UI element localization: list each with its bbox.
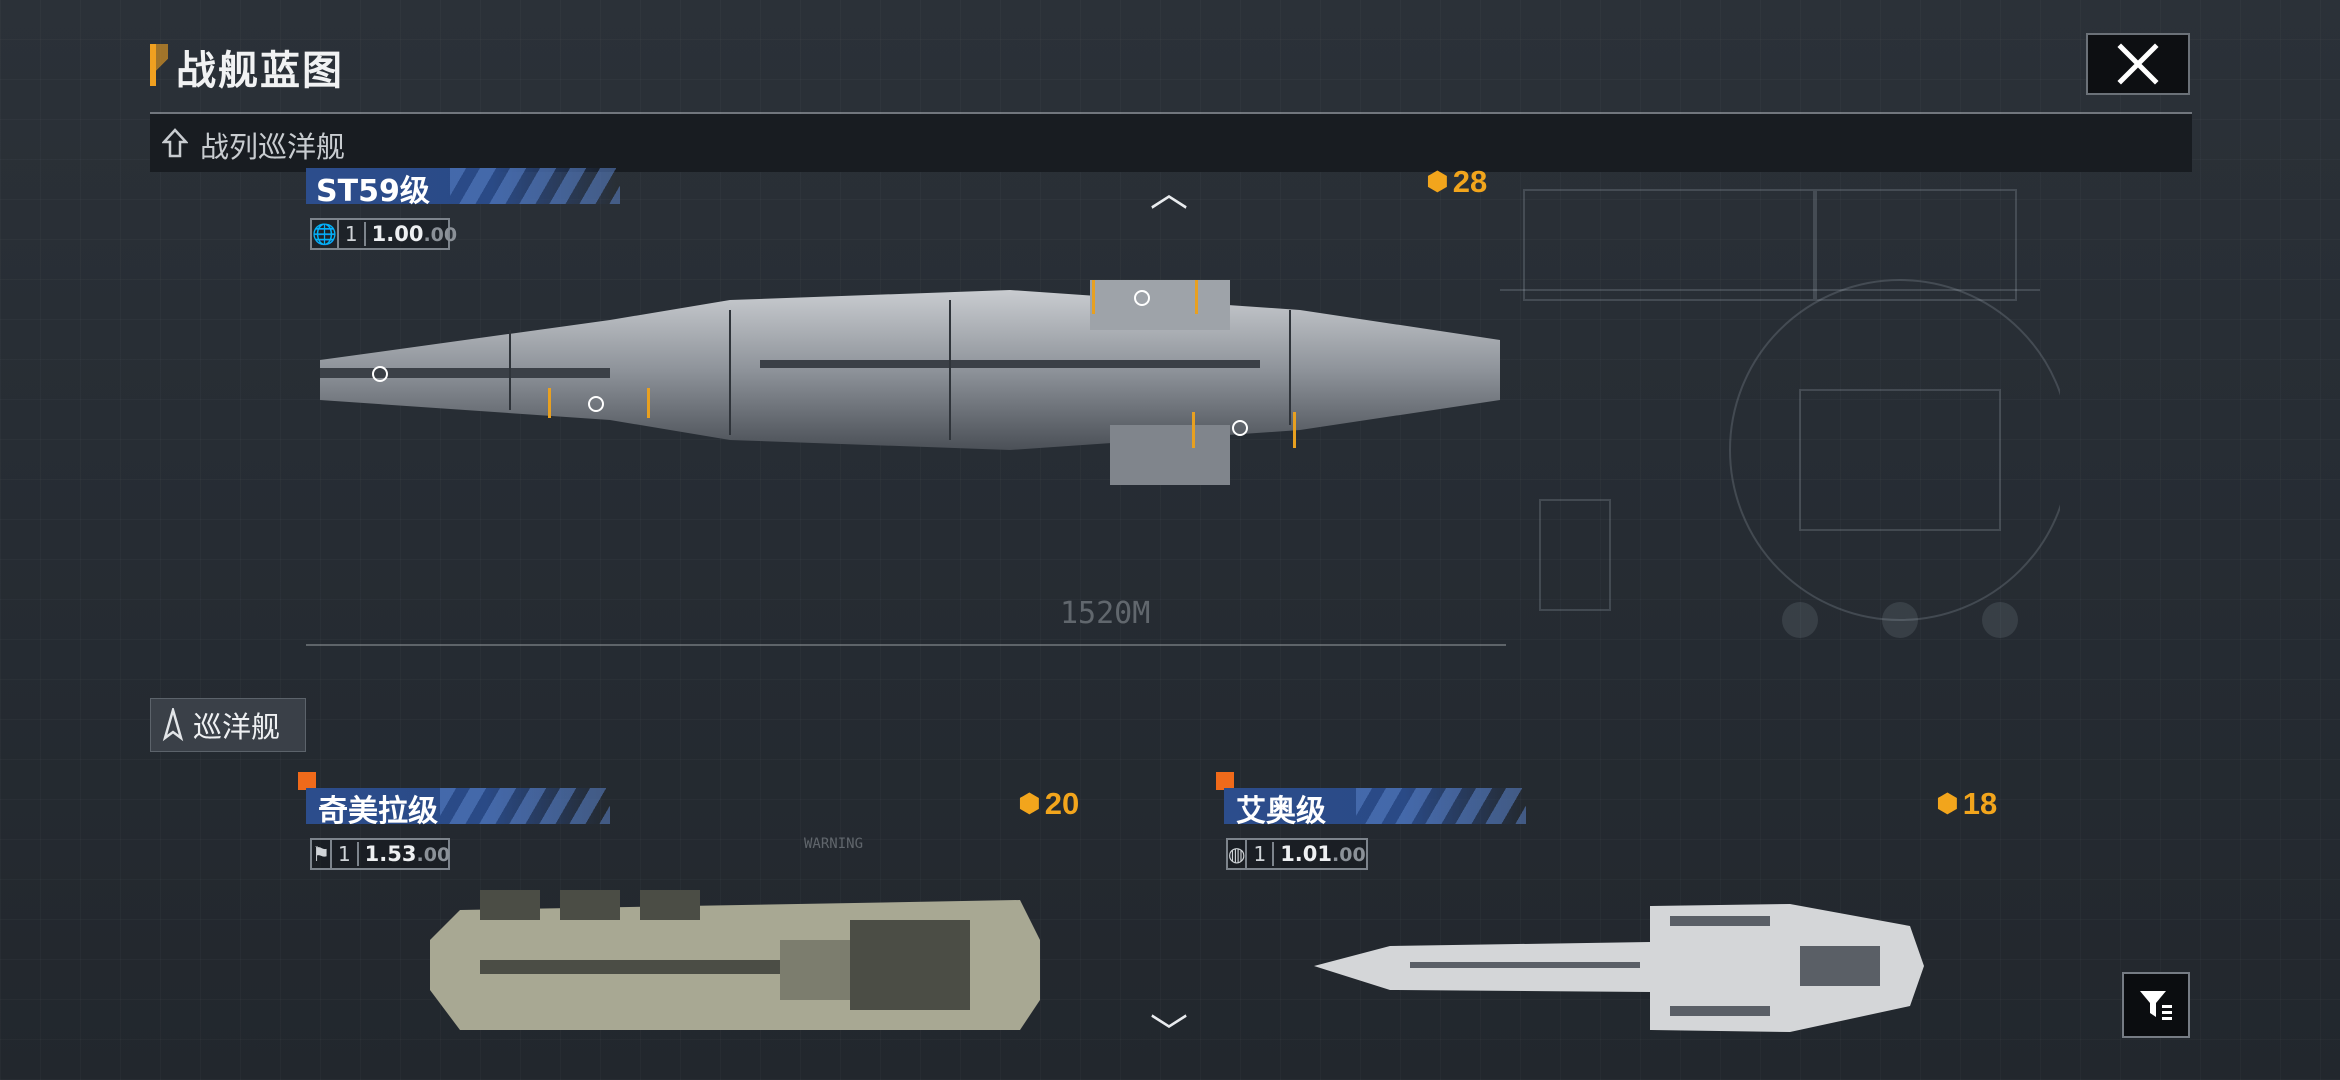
cruiser-icon — [162, 708, 184, 742]
close-icon — [2117, 43, 2159, 85]
blueprint-warning-label: WARNING — [804, 836, 864, 852]
name-band-stripes — [450, 168, 620, 204]
weapon-bracket — [1092, 280, 1198, 314]
header-divider — [150, 112, 2192, 114]
blueprint-length-label: 1520M — [1060, 596, 1151, 631]
globe-icon: 🌐 — [312, 220, 339, 248]
ship-2-image[interactable] — [1310, 886, 1930, 1046]
title-accent — [150, 44, 156, 86]
new-ship-marker — [298, 772, 316, 790]
category-header: 战列巡洋舰 — [150, 114, 2192, 172]
featured-ship-name[interactable]: ST59级 — [316, 174, 430, 209]
blueprint-schematic — [1500, 189, 2060, 638]
subcategory-label: 巡洋舰 — [193, 710, 281, 744]
ship-1-stat: ⚑ 1 1.53.00 — [310, 838, 450, 870]
scroll-up-chevron-icon[interactable]: ︿ — [1150, 171, 1189, 215]
featured-ship-stat: 🌐 1 1.00.00 — [310, 218, 457, 250]
ship-2-cost: ⬢ 18 — [1936, 786, 1998, 821]
cost-icon: ⬢ — [1426, 167, 1449, 197]
weapon-marker-4[interactable] — [1232, 420, 1248, 436]
category-label: 战列巡洋舰 — [200, 130, 346, 164]
filter-button[interactable] — [2122, 972, 2190, 1038]
title-accent-stripe — [156, 44, 168, 86]
weapon-marker-3[interactable] — [1134, 290, 1150, 306]
ship-1-name[interactable]: 奇美拉级 — [318, 794, 438, 829]
weapon-marker-2[interactable] — [588, 396, 604, 412]
battlecruiser-icon — [162, 128, 188, 158]
cost-icon: ⬢ — [1018, 789, 1041, 819]
name-band-stripes — [1356, 788, 1526, 824]
weapon-bracket — [1192, 412, 1296, 448]
filter-icon — [2140, 991, 2172, 1020]
close-button[interactable] — [2086, 33, 2190, 95]
name-band-stripes — [440, 788, 610, 824]
cost-icon: ⬢ — [1936, 789, 1959, 819]
new-ship-marker — [1216, 772, 1234, 790]
ship-1-cost: ⬢ 20 — [1018, 786, 1080, 821]
weapon-marker-1[interactable] — [372, 366, 388, 382]
blueprint-ruler — [306, 644, 1506, 646]
faction-icon-1: ⚑ — [312, 840, 332, 868]
scroll-down-chevron-icon[interactable]: ﹀ — [1150, 1011, 1189, 1055]
featured-ship-cost: ⬢ 28 — [1426, 164, 1488, 199]
subcategory-header: 巡洋舰 — [150, 698, 306, 752]
ship-2-stat: ◍ 1 1.01.00 — [1226, 838, 1368, 870]
ship-1-image[interactable] — [420, 880, 1050, 1050]
page-title: 战舰蓝图 — [176, 48, 344, 94]
faction-icon-2: ◍ — [1228, 840, 1248, 868]
featured-ship-image[interactable] — [310, 250, 1510, 500]
ship-2-name[interactable]: 艾奥级 — [1236, 794, 1326, 829]
weapon-bracket — [548, 388, 650, 418]
